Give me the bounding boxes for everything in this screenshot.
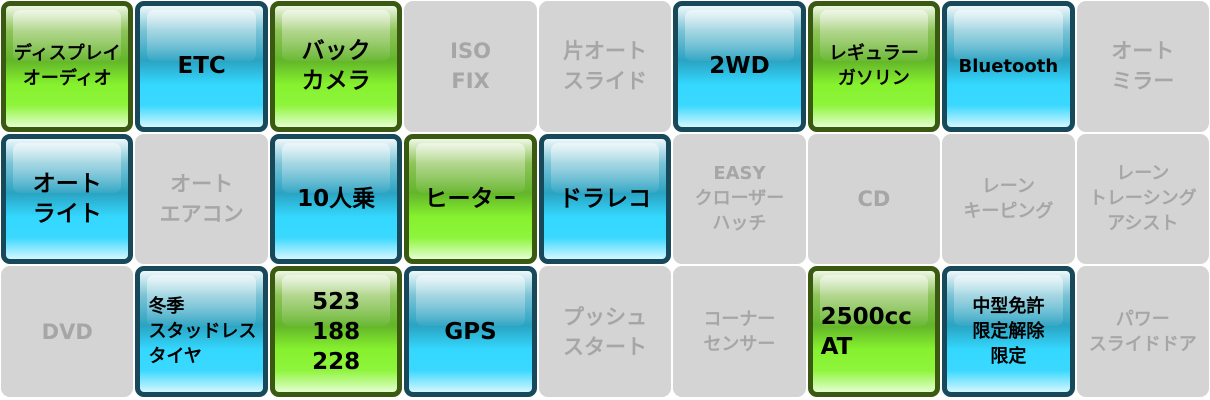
feature-label: CD	[857, 186, 891, 211]
feature-tile-blue: ETC	[135, 1, 268, 132]
feature-label: バック カメラ	[301, 38, 371, 95]
feature-label: 523 188 228	[312, 288, 361, 375]
feature-label: ドラレコ	[558, 185, 651, 212]
feature-label: オート ミラー	[1111, 39, 1175, 94]
feature-tile-gray: プッシュ スタート	[538, 266, 672, 397]
feature-label: Bluetooth	[958, 55, 1059, 77]
feature-label: ディスプレイ オーディオ	[13, 43, 121, 90]
feature-tile-gray: レーン トレーシング アシスト	[1076, 133, 1209, 265]
feature-tile-blue: GPS	[404, 266, 537, 397]
feature-label: 片オート スライド	[562, 39, 647, 94]
feature-label: レギュラー ガソリン	[828, 43, 919, 90]
feature-tile-blue: オート ライト	[1, 133, 134, 265]
feature-label: 冬季 スタッドレス タイヤ	[148, 296, 257, 368]
feature-tile-green: ヒーター	[404, 133, 537, 265]
feature-tile-gray: 片オート スライド	[538, 1, 672, 132]
feature-label: ISO FIX	[450, 39, 491, 94]
feature-label: コーナー センサー	[703, 308, 776, 355]
feature-label: 10人乗	[297, 185, 376, 212]
feature-label: 2WD	[709, 53, 770, 80]
feature-tile-gray: パワー スライドドア	[1076, 266, 1209, 397]
feature-label: オート ライト	[32, 170, 102, 227]
feature-tile-green: バック カメラ	[269, 1, 403, 132]
feature-label: GPS	[444, 318, 497, 345]
feature-tile-blue: 中型免許 限定解除 限定	[942, 266, 1075, 397]
feature-tile-green: レギュラー ガソリン	[807, 1, 941, 132]
feature-label: DVD	[41, 319, 93, 344]
feature-tile-blue: 冬季 スタッドレス タイヤ	[135, 266, 268, 397]
feature-label: プッシュ スタート	[562, 304, 647, 359]
feature-tile-green: ディスプレイ オーディオ	[1, 1, 134, 132]
feature-label: オート エアコン	[159, 171, 244, 226]
feature-tile-gray: DVD	[1, 266, 134, 397]
feature-tile-green: 523 188 228	[269, 266, 403, 397]
feature-label: 中型免許 限定解除 限定	[972, 296, 1045, 368]
feature-tile-gray: コーナー センサー	[673, 266, 806, 397]
feature-label: レーン キーピング	[963, 175, 1054, 222]
feature-tile-gray: ISO FIX	[404, 1, 537, 132]
feature-label: EASY クローザー ハッチ	[694, 163, 785, 235]
feature-tile-blue: 2WD	[673, 1, 806, 132]
feature-tile-blue: 10人乗	[269, 133, 403, 265]
feature-tile-green: 2500cc AT	[807, 266, 941, 397]
feature-label: パワー スライドドア	[1088, 308, 1197, 355]
feature-tile-gray: CD	[807, 133, 941, 265]
feature-tile-gray: レーン キーピング	[942, 133, 1075, 265]
feature-tile-blue: Bluetooth	[942, 1, 1075, 132]
feature-tile-gray: オート ミラー	[1076, 1, 1209, 132]
feature-label: レーン トレーシング アシスト	[1088, 163, 1197, 235]
feature-label: ヒーター	[424, 185, 517, 212]
feature-tile-blue: ドラレコ	[538, 133, 672, 265]
feature-label: ETC	[177, 53, 226, 80]
feature-tile-gray: EASY クローザー ハッチ	[673, 133, 806, 265]
feature-label: 2500cc AT	[820, 303, 912, 360]
feature-tile-gray: オート エアコン	[135, 133, 268, 265]
